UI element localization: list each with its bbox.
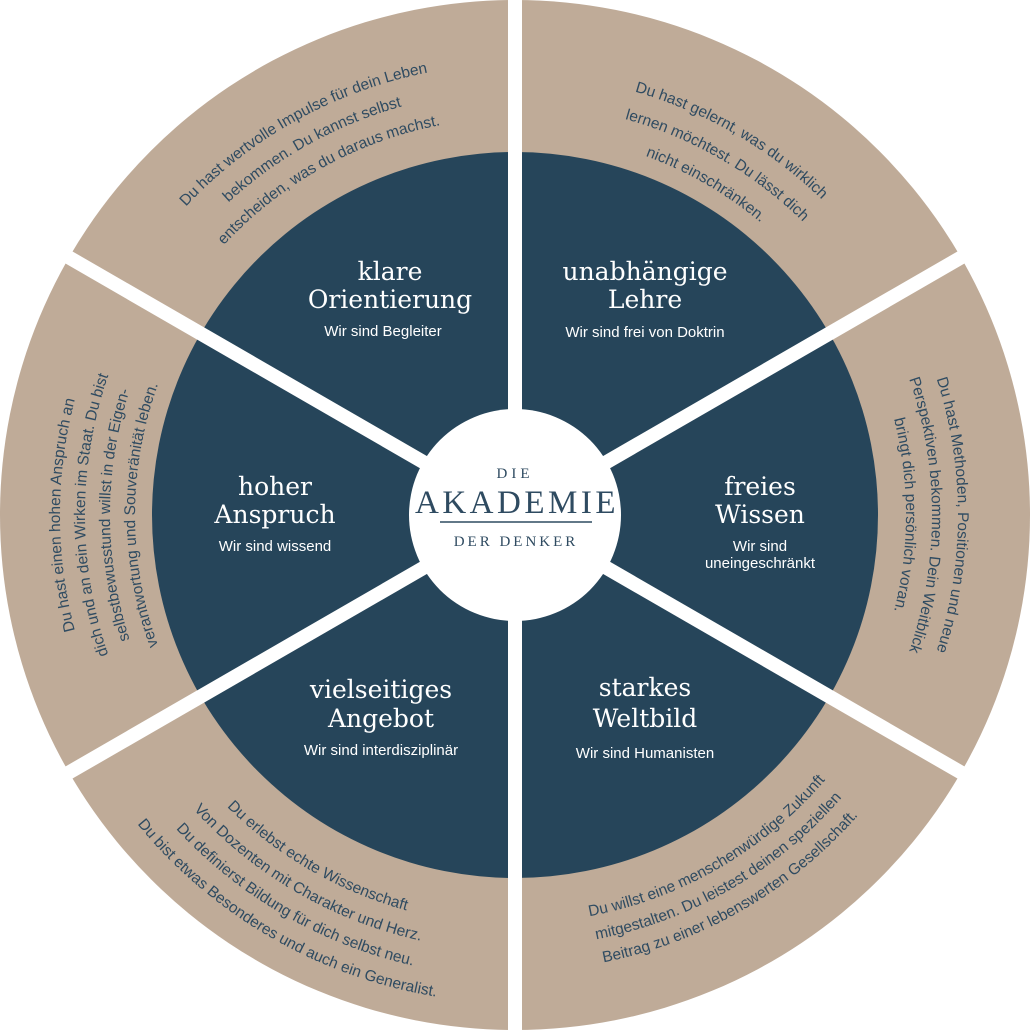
segment-subtitle: Wir sind wissend bbox=[219, 538, 332, 555]
segment-subtitle: Wir sind frei von Doktrin bbox=[565, 324, 724, 341]
segment-subtitle: uneingeschränkt bbox=[705, 555, 816, 572]
segment-title: Wissen bbox=[715, 500, 805, 529]
segment-subtitle: Wir sind Humanisten bbox=[576, 745, 714, 762]
segment-title: Lehre bbox=[608, 285, 682, 314]
segment-label-top-right: unabhängige Lehre Wir sind frei von Dokt… bbox=[562, 257, 727, 341]
segment-title: Weltbild bbox=[593, 704, 698, 733]
segment-label-bottom-right: starkes Weltbild Wir sind Humanisten bbox=[576, 673, 714, 762]
segment-title: starkes bbox=[599, 673, 692, 702]
segment-label-top-left: klare Orientierung Wir sind Begleiter bbox=[308, 257, 472, 340]
logo-der-denker: DER DENKER bbox=[454, 534, 579, 550]
segment-title: Angebot bbox=[327, 704, 434, 733]
logo: DIE AKADEMIE DER DENKER bbox=[415, 466, 619, 550]
segment-label-bottom-left: vielseitiges Angebot Wir sind interdiszi… bbox=[304, 675, 458, 759]
segment-title: Anspruch bbox=[213, 500, 335, 529]
segment-subtitle: Wir sind bbox=[733, 538, 787, 555]
segment-title: freies bbox=[724, 472, 796, 501]
segment-title: unabhängige bbox=[562, 257, 727, 286]
logo-akademie: AKADEMIE bbox=[415, 485, 619, 521]
segment-title: Orientierung bbox=[308, 285, 472, 314]
segment-label-right: freies Wissen Wir sind uneingeschränkt bbox=[705, 472, 816, 572]
segment-title: hoher bbox=[238, 472, 312, 501]
segment-title: vielseitiges bbox=[309, 675, 452, 704]
segment-subtitle: Wir sind interdisziplinär bbox=[304, 742, 458, 759]
center-logo-disc bbox=[409, 409, 621, 621]
segment-title: klare bbox=[358, 257, 423, 286]
logo-die: DIE bbox=[497, 466, 534, 482]
segment-label-left: hoher Anspruch Wir sind wissend bbox=[213, 472, 335, 555]
segment-subtitle: Wir sind Begleiter bbox=[324, 323, 442, 340]
